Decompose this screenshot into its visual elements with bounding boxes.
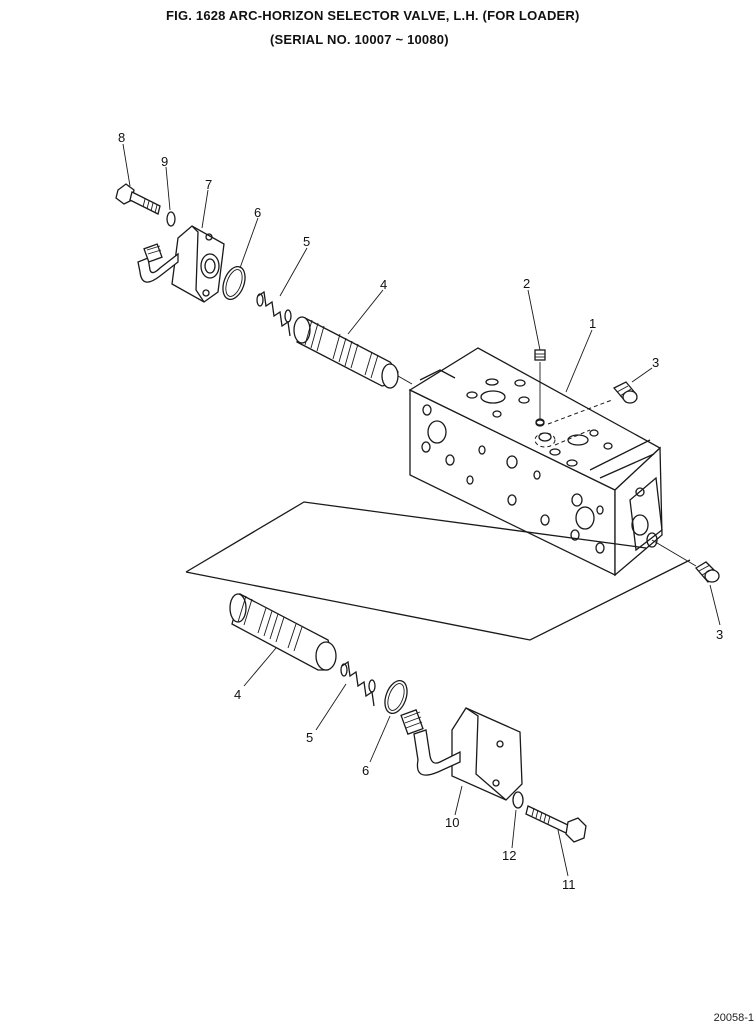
spring-lower bbox=[340, 660, 376, 707]
o-ring-upper bbox=[222, 266, 246, 300]
figure-title: FIG. 1628 ARC-HORIZON SELECTOR VALVE, L.… bbox=[166, 8, 580, 23]
callout-8: 8 bbox=[118, 130, 125, 145]
callout-5-lower: 5 bbox=[306, 730, 313, 745]
o-ring-upper-inner bbox=[225, 269, 243, 297]
spool-upper bbox=[293, 316, 399, 389]
reference-frame-bottom bbox=[185, 559, 691, 641]
callout-1: 1 bbox=[589, 316, 596, 331]
flange-elbow-lower bbox=[400, 707, 523, 801]
callout-7: 7 bbox=[205, 177, 212, 192]
drawing-code: 20058-1 bbox=[713, 1012, 754, 1024]
bolt-lower bbox=[525, 805, 587, 843]
flange-elbow-upper bbox=[137, 225, 225, 303]
washer-upper bbox=[166, 211, 176, 227]
callout-3-lower: 3 bbox=[716, 627, 723, 642]
callout-3-upper: 3 bbox=[652, 355, 659, 370]
callout-4-upper: 4 bbox=[380, 277, 387, 292]
callout-12: 12 bbox=[502, 848, 516, 863]
spring-upper bbox=[256, 290, 292, 337]
serial-range: (SERIAL NO. 10007 ~ 10080) bbox=[270, 32, 449, 47]
plug-part-3-upper bbox=[612, 381, 638, 404]
centerline-upper bbox=[397, 375, 413, 385]
callout-11: 11 bbox=[562, 877, 576, 892]
bolt-upper bbox=[115, 183, 161, 215]
plug-part-3-lower bbox=[651, 539, 720, 583]
callout-6-upper: 6 bbox=[254, 205, 261, 220]
spool-lower bbox=[229, 593, 337, 671]
leader-lines bbox=[122, 143, 721, 877]
callout-9: 9 bbox=[161, 154, 168, 169]
washer-lower bbox=[512, 791, 524, 809]
o-ring-lower-inner bbox=[387, 683, 405, 711]
callout-6-lower: 6 bbox=[362, 763, 369, 778]
callout-5-upper: 5 bbox=[303, 234, 310, 249]
reference-frame-top bbox=[185, 501, 647, 573]
callout-10: 10 bbox=[445, 815, 459, 830]
valve-body bbox=[408, 347, 663, 577]
o-ring-lower bbox=[384, 680, 408, 714]
callout-4-lower: 4 bbox=[234, 687, 241, 702]
callout-2: 2 bbox=[523, 276, 530, 291]
